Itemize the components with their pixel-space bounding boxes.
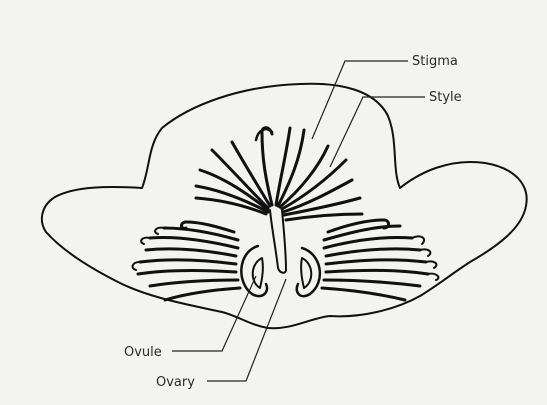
right-ovary-chamber [297, 248, 320, 296]
ovule-label: Ovule [124, 345, 162, 360]
central-column [270, 210, 286, 273]
right-filaments [322, 220, 428, 300]
petal-outline [42, 84, 527, 329]
ovary-leader [207, 279, 286, 381]
style-filaments [196, 128, 362, 220]
stigma-label: Stigma [412, 54, 458, 69]
left-filaments [138, 222, 240, 300]
ovary-label: Ovary [156, 375, 195, 390]
stigma-leader [312, 61, 408, 139]
ovule-right [301, 258, 311, 288]
style-label: Style [429, 90, 462, 105]
left-ovary-chamber [241, 246, 267, 296]
ovule-leader [172, 276, 256, 351]
style-leader [330, 97, 425, 167]
ovule-left [253, 258, 263, 288]
stigma-tip [256, 129, 272, 140]
